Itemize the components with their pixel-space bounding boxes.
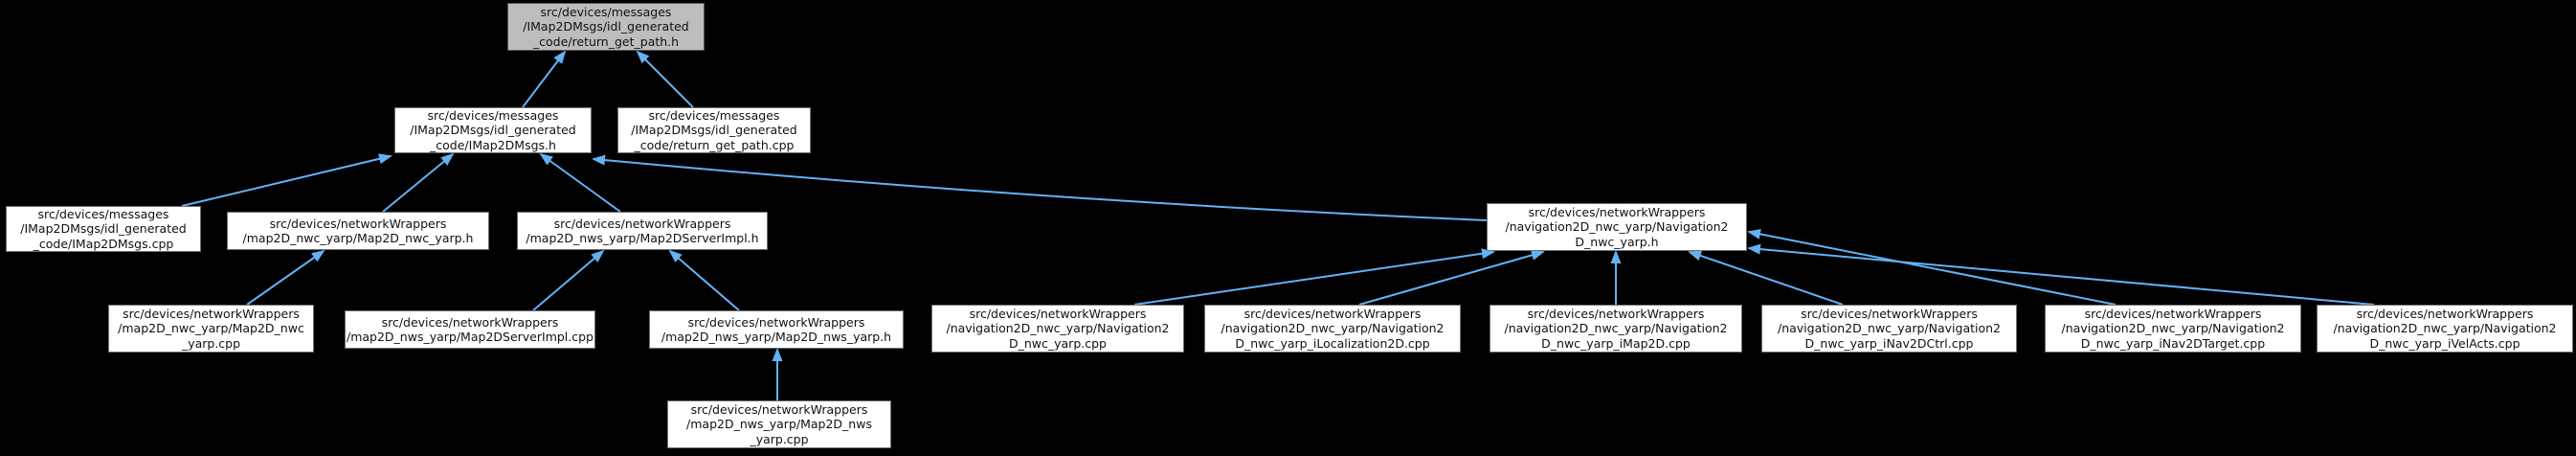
edge-Navigation2D_nwc_yarp_h-to-IMap2DMsgs_h — [592, 154, 1488, 221]
edge-iNav2DCtrl_cpp-to-Navigation2D_nwc_yarp_h — [1688, 250, 1844, 306]
edge-IMap2DMsgs_cpp-to-IMap2DMsgs_h — [181, 153, 392, 207]
graph-node-return_get_path_h[interactable]: src/devices/messages /IMap2DMsgs/idl_gen… — [507, 3, 705, 51]
graph-node-iMap2D_cpp[interactable]: src/devices/networkWrappers /navigation2… — [1490, 305, 1742, 353]
edge-return_get_path_cpp-to-return_get_path_h — [636, 50, 694, 108]
edge-Map2D_nws_yarp_h-to-Map2DServerImpl_h — [668, 249, 740, 311]
graph-node-Map2DServerImpl_cpp[interactable]: src/devices/networkWrappers /map2D_nws_y… — [345, 310, 595, 349]
edge-iVelActs_cpp-to-Navigation2D_nwc_yarp_h — [1747, 243, 2375, 306]
graph-node-iNav2DTarget_cpp[interactable]: src/devices/networkWrappers /navigation2… — [2045, 305, 2301, 353]
graph-node-Map2D_nws_yarp_cpp[interactable]: src/devices/networkWrappers /map2D_nws_y… — [667, 400, 891, 448]
graph-node-Navigation2D_nwc_yarp_cpp[interactable]: src/devices/networkWrappers /navigation2… — [931, 305, 1184, 353]
graph-node-IMap2DMsgs_cpp[interactable]: src/devices/messages /IMap2DMsgs/idl_gen… — [6, 206, 201, 252]
edge-Map2D_nwc_yarp_h-to-IMap2DMsgs_h — [382, 152, 455, 213]
graph-node-Map2D_nws_yarp_h[interactable]: src/devices/networkWrappers /map2D_nws_y… — [649, 310, 904, 349]
edge-iLocalization2D_cpp-to-Navigation2D_nwc_yarp_h — [1358, 250, 1545, 306]
edge-Map2DServerImpl_h-to-IMap2DMsgs_h — [539, 152, 621, 213]
graph-node-Map2DServerImpl_h[interactable]: src/devices/networkWrappers /map2D_nws_y… — [517, 212, 768, 250]
graph-node-iNav2DCtrl_cpp[interactable]: src/devices/networkWrappers /navigation2… — [1761, 305, 2017, 353]
graph-node-IMap2DMsgs_h[interactable]: src/devices/messages /IMap2DMsgs/idl_gen… — [394, 107, 592, 153]
edge-Map2DServerImpl_cpp-to-Map2DServerImpl_h — [532, 249, 605, 311]
edge-Navigation2D_nwc_yarp_cpp-to-Navigation2D_nwc_yarp_h — [1133, 248, 1495, 306]
graph-node-Navigation2D_nwc_yarp_h[interactable]: src/devices/networkWrappers /navigation2… — [1487, 203, 1747, 251]
edge-IMap2DMsgs_h-to-return_get_path_h — [522, 50, 567, 108]
graph-node-Map2D_nwc_yarp_h[interactable]: src/devices/networkWrappers /map2D_nwc_y… — [227, 212, 489, 250]
graph-node-iLocalization2D_cpp[interactable]: src/devices/networkWrappers /navigation2… — [1204, 305, 1461, 353]
graph-node-iVelActs_cpp[interactable]: src/devices/networkWrappers /navigation2… — [2317, 305, 2573, 353]
edge-iNav2DTarget_cpp-to-Navigation2D_nwc_yarp_h — [1747, 228, 2117, 306]
graph-node-return_get_path_cpp[interactable]: src/devices/messages /IMap2DMsgs/idl_gen… — [617, 107, 811, 153]
edge-Map2D_nwc_yarp_cpp-to-Map2D_nwc_yarp_h — [246, 249, 325, 306]
graph-node-Map2D_nwc_yarp_cpp[interactable]: src/devices/networkWrappers /map2D_nwc_y… — [108, 305, 314, 353]
